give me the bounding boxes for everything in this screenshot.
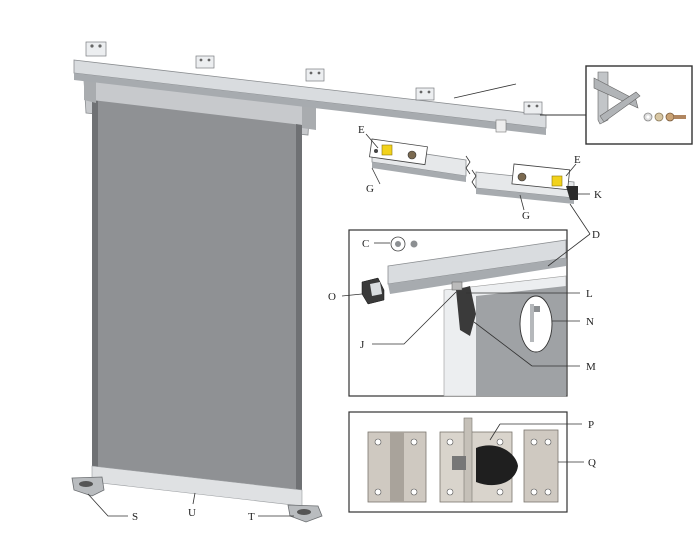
callout-labels: E G E G K D C L N M J O P Q S U T <box>132 124 602 523</box>
callout-e-right: E <box>574 154 581 166</box>
door-panel <box>83 78 316 507</box>
callout-n: N <box>586 316 594 328</box>
floor-guide-plates-inset <box>348 411 568 513</box>
callout-k: K <box>594 189 602 201</box>
rail-break-marks <box>465 155 477 189</box>
callout-l: L <box>586 288 593 300</box>
callout-o: O <box>328 291 336 303</box>
rail-end-detail-inset <box>348 229 568 397</box>
carrier-detail-right <box>475 163 578 204</box>
callout-g-right: G <box>522 210 530 222</box>
callout-u: U <box>188 507 196 519</box>
top-rail <box>73 41 547 135</box>
callout-j: J <box>360 339 365 351</box>
floor-guide-t <box>287 504 323 523</box>
floor-guide-s <box>71 476 105 497</box>
callout-c: C <box>362 238 369 250</box>
leader-lines <box>87 133 591 517</box>
callout-d: D <box>592 229 600 241</box>
callout-g-left: G <box>366 183 374 195</box>
callout-t: T <box>248 511 255 523</box>
callout-s: S <box>132 511 138 523</box>
callout-e-left: E <box>358 124 365 136</box>
leader-rail-top <box>453 83 517 99</box>
callout-m: M <box>586 361 596 373</box>
callout-p: P <box>588 419 594 431</box>
carrier-detail-left <box>369 138 467 182</box>
callout-q: Q <box>588 457 596 469</box>
wall-bracket-inset <box>585 65 693 145</box>
